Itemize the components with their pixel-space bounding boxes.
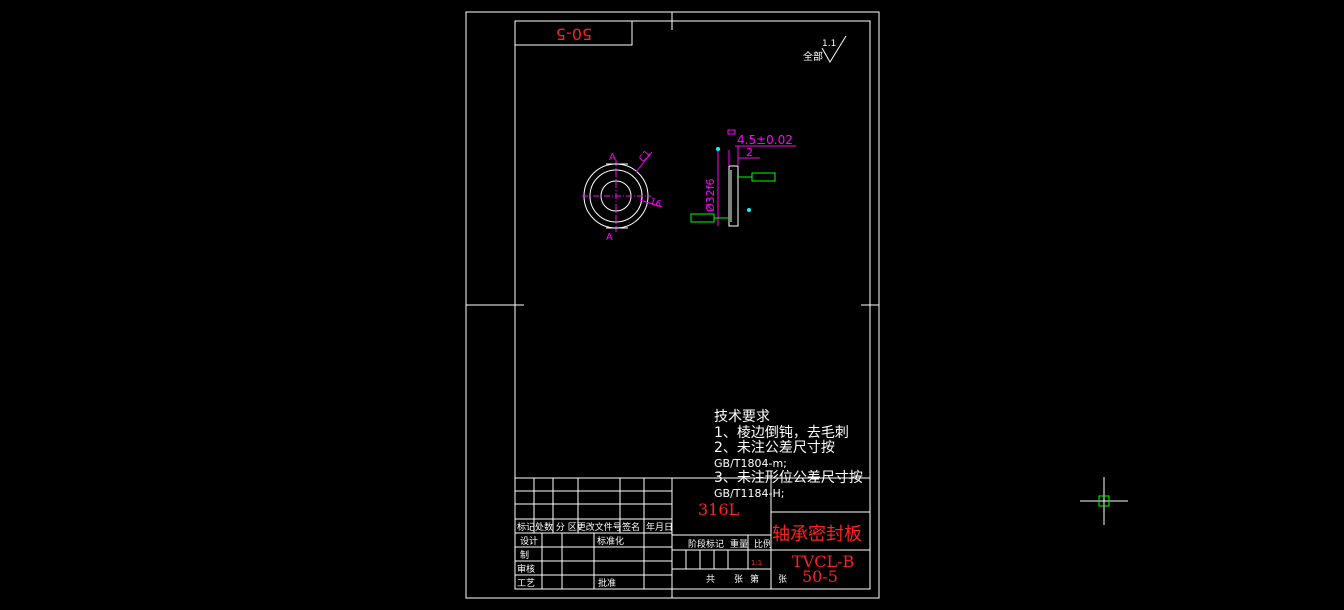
corner-number-box: 50-5 xyxy=(514,20,633,46)
sheet-frame xyxy=(465,11,880,599)
tb-row-date: 年月日 xyxy=(646,521,673,533)
notes-line-3: GB/T1804-m; xyxy=(714,457,787,470)
width-dim: 2 xyxy=(746,146,753,159)
tb-weight: 重量 xyxy=(730,538,748,550)
chamfer-dim: C1 xyxy=(638,149,653,165)
notes-line-5: GB/T1184-H; xyxy=(714,487,784,500)
section-label-bottom: A xyxy=(606,232,613,243)
tb-approve: 批准 xyxy=(598,577,616,589)
drawing-code-line2: 50-5 xyxy=(802,567,838,586)
corner-number: 50-5 xyxy=(556,25,592,44)
tb-check: 审核 xyxy=(517,563,535,575)
tb-scale: 1:1 xyxy=(751,559,762,567)
tb-design: 设计 xyxy=(520,535,538,547)
material: 316L xyxy=(698,500,740,519)
crosshair-cursor xyxy=(1080,477,1128,525)
section-view: 4.5±0.02 2 Ø32f6 xyxy=(690,129,796,227)
title-block-text: 标记处数 分 区更改文件号 签名 年月日 设计 标准化 制 审核 工艺 批准 阶… xyxy=(517,500,862,589)
width-tolerance-dim: 4.5±0.02 xyxy=(737,133,793,147)
tb-total: 共 xyxy=(706,574,715,585)
tb-ratio: 比例 xyxy=(754,538,772,550)
section-label-top: A xyxy=(609,152,616,163)
notes-line-0: 技术要求 xyxy=(714,409,770,425)
tb-drawn: 制 xyxy=(520,549,529,561)
technical-notes: 技术要求 1、棱边倒钝，去毛刺 2、未注公差尺寸按 GB/T1804-m; 3、… xyxy=(714,409,863,500)
tb-process: 工艺 xyxy=(517,578,535,589)
part-name: 轴承密封板 xyxy=(772,524,862,545)
notes-line-2: 2、未注公差尺寸按 xyxy=(714,440,835,456)
tb-row-sign: 签名 xyxy=(622,521,640,533)
diameter-dim: Ø32f6 xyxy=(704,178,717,212)
notes-line-1: 1、棱边倒钝，去毛刺 xyxy=(714,425,849,441)
drawing-code-line1: TVCL-B xyxy=(792,552,854,571)
surface-finish-value: 1.1 xyxy=(822,39,836,49)
inner-dim: 16 xyxy=(648,197,662,210)
front-view-ring: A A C1 16 xyxy=(582,149,663,243)
title-block xyxy=(515,477,870,589)
tb-row-header: 标记处数 分 区更改文件号 xyxy=(517,521,622,533)
tb-page: 第 xyxy=(750,573,759,585)
tb-page-sheet: 张 xyxy=(778,574,787,585)
tb-standardize: 标准化 xyxy=(597,535,624,547)
tb-stage-mark: 阶段标记 xyxy=(688,538,724,550)
surface-finish-prefix: 全部 xyxy=(803,50,823,63)
surface-finish-symbol: 全部 1.1 xyxy=(803,35,847,63)
tb-sheet: 张 xyxy=(734,574,743,585)
